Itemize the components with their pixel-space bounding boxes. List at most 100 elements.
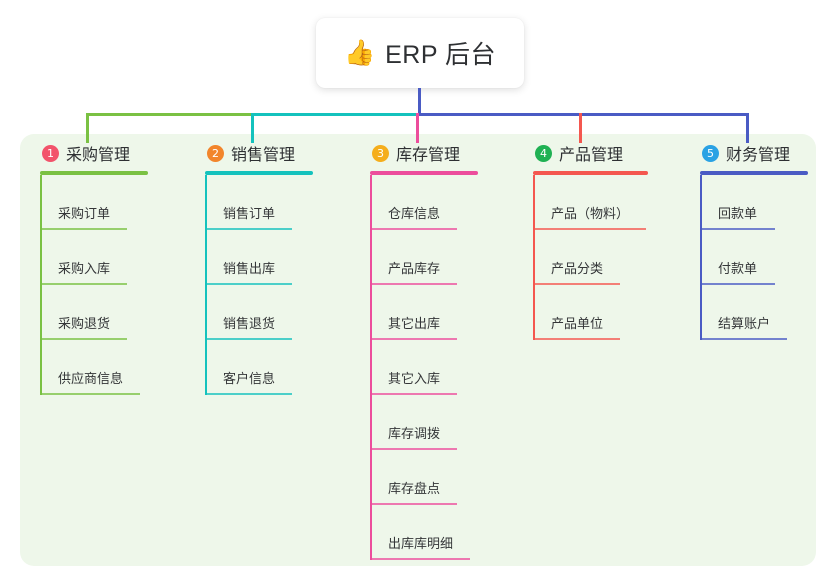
branch-title: 产品管理 xyxy=(559,147,624,164)
branch-column-4: 4 产品管理产品（物料） 产品分类产品单位 xyxy=(533,140,648,340)
branch-items: 销售订单销售出库销售退货客户信息 xyxy=(205,175,313,395)
branch-item-rule xyxy=(370,503,457,505)
branch-item-rule xyxy=(205,338,292,340)
branch-header-rule xyxy=(40,171,148,175)
root-node[interactable]: 👍 ERP 后台 xyxy=(316,18,524,88)
branch-item-label: 库存盘点 xyxy=(388,481,441,496)
branch-item[interactable]: 供应商信息 xyxy=(40,340,148,395)
branch-number-badge: 5 xyxy=(702,144,719,162)
branch-spine xyxy=(533,175,535,340)
branch-item-rule xyxy=(205,393,292,395)
branch-item-rule xyxy=(700,228,775,230)
branch-item[interactable]: 客户信息 xyxy=(205,340,313,395)
branch-item-label: 出库库明细 xyxy=(388,536,454,551)
connector-drop-3 xyxy=(416,113,419,143)
branch-item[interactable]: 采购订单 xyxy=(40,175,148,230)
branch-item[interactable]: 结算账户 xyxy=(700,285,808,340)
branch-item-label: 采购订单 xyxy=(58,206,111,221)
branch-item-label: 销售退货 xyxy=(223,316,276,331)
branch-number-badge: 2 xyxy=(207,144,224,162)
branch-item-rule xyxy=(370,228,457,230)
branch-header-rule xyxy=(370,171,478,175)
branch-title: 财务管理 xyxy=(726,147,791,164)
branch-item-rule xyxy=(205,283,292,285)
branch-item-rule xyxy=(370,338,457,340)
thumbs-up-icon: 👍 xyxy=(343,38,376,67)
branch-item[interactable]: 仓库信息 xyxy=(370,175,478,230)
branch-item-rule xyxy=(370,393,457,395)
branch-item[interactable]: 库存调拨 xyxy=(370,395,478,450)
connector-bar-green xyxy=(86,113,251,116)
branch-spine xyxy=(700,175,702,340)
branch-item-label: 产品（物料） xyxy=(551,206,630,221)
branch-item-rule xyxy=(533,283,620,285)
branch-item[interactable]: 采购入库 xyxy=(40,230,148,285)
root-node-title: ERP 后台 xyxy=(385,41,497,69)
branch-column-5: 5 财务管理回款单付款单结算账户 xyxy=(700,140,808,340)
branch-spine xyxy=(370,175,372,560)
branch-item-label: 采购退货 xyxy=(58,316,111,331)
branch-number-badge: 3 xyxy=(372,144,389,162)
branch-items: 回款单付款单结算账户 xyxy=(700,175,808,340)
branch-item[interactable]: 产品分类 xyxy=(533,230,648,285)
branch-item[interactable]: 产品单位 xyxy=(533,285,648,340)
connector-trunk xyxy=(418,88,421,116)
branch-item-rule xyxy=(370,448,457,450)
branch-header-rule xyxy=(700,171,808,175)
connector-drop-1 xyxy=(86,113,89,143)
branch-header-5[interactable]: 5 财务管理 xyxy=(700,140,808,166)
branch-item-label: 付款单 xyxy=(718,261,758,276)
branch-item[interactable]: 付款单 xyxy=(700,230,808,285)
branch-item[interactable]: 销售退货 xyxy=(205,285,313,340)
branch-item-rule xyxy=(40,228,127,230)
mindmap-panel xyxy=(20,134,816,566)
branch-item[interactable]: 销售订单 xyxy=(205,175,313,230)
branch-header-4[interactable]: 4 产品管理 xyxy=(533,140,648,166)
branch-item-rule xyxy=(700,338,787,340)
branch-item-rule xyxy=(40,283,127,285)
branch-column-2: 2 销售管理销售订单销售出库销售退货客户信息 xyxy=(205,140,313,395)
connector-bar-teal xyxy=(251,113,416,116)
branch-item-rule xyxy=(40,338,127,340)
branch-item-rule xyxy=(533,228,646,230)
branch-item[interactable]: 其它入库 xyxy=(370,340,478,395)
branch-item[interactable]: 库存盘点 xyxy=(370,450,478,505)
branch-spine xyxy=(40,175,42,395)
branch-item-label: 客户信息 xyxy=(223,371,276,386)
branch-item[interactable]: 产品库存 xyxy=(370,230,478,285)
branch-item-label: 销售出库 xyxy=(223,261,276,276)
branch-item-label: 结算账户 xyxy=(718,316,771,331)
branch-item[interactable]: 销售出库 xyxy=(205,230,313,285)
branch-items: 产品（物料） 产品分类产品单位 xyxy=(533,175,648,340)
branch-item-label: 产品单位 xyxy=(551,316,604,331)
branch-title: 销售管理 xyxy=(231,147,296,164)
branch-header-3[interactable]: 3 库存管理 xyxy=(370,140,478,166)
branch-item-label: 采购入库 xyxy=(58,261,111,276)
branch-number-badge: 1 xyxy=(42,144,59,162)
connector-drop-5 xyxy=(746,113,749,143)
branch-number-badge: 4 xyxy=(535,144,552,162)
branch-item-rule xyxy=(533,338,620,340)
branch-item[interactable]: 采购退货 xyxy=(40,285,148,340)
branch-title: 库存管理 xyxy=(396,147,461,164)
branch-item-label: 回款单 xyxy=(718,206,758,221)
branch-item-label: 库存调拨 xyxy=(388,426,441,441)
branch-items: 采购订单采购入库采购退货供应商信息 xyxy=(40,175,148,395)
branch-item-label: 销售订单 xyxy=(223,206,276,221)
branch-item[interactable]: 出库库明细 xyxy=(370,505,478,560)
branch-item-label: 其它入库 xyxy=(388,371,441,386)
branch-item-rule xyxy=(205,228,292,230)
branch-item[interactable]: 回款单 xyxy=(700,175,808,230)
connector-bar-blue xyxy=(416,113,749,116)
branch-item[interactable]: 其它出库 xyxy=(370,285,478,340)
branch-column-3: 3 库存管理仓库信息产品库存其它出库其它入库库存调拨库存盘点出库库明细 xyxy=(370,140,478,560)
branch-item-label: 产品分类 xyxy=(551,261,604,276)
branch-item[interactable]: 产品（物料） xyxy=(533,175,648,230)
branch-item-rule xyxy=(40,393,140,395)
branch-items: 仓库信息产品库存其它出库其它入库库存调拨库存盘点出库库明细 xyxy=(370,175,478,560)
branch-item-rule xyxy=(700,283,775,285)
branch-item-label: 供应商信息 xyxy=(58,371,124,386)
branch-header-2[interactable]: 2 销售管理 xyxy=(205,140,313,166)
